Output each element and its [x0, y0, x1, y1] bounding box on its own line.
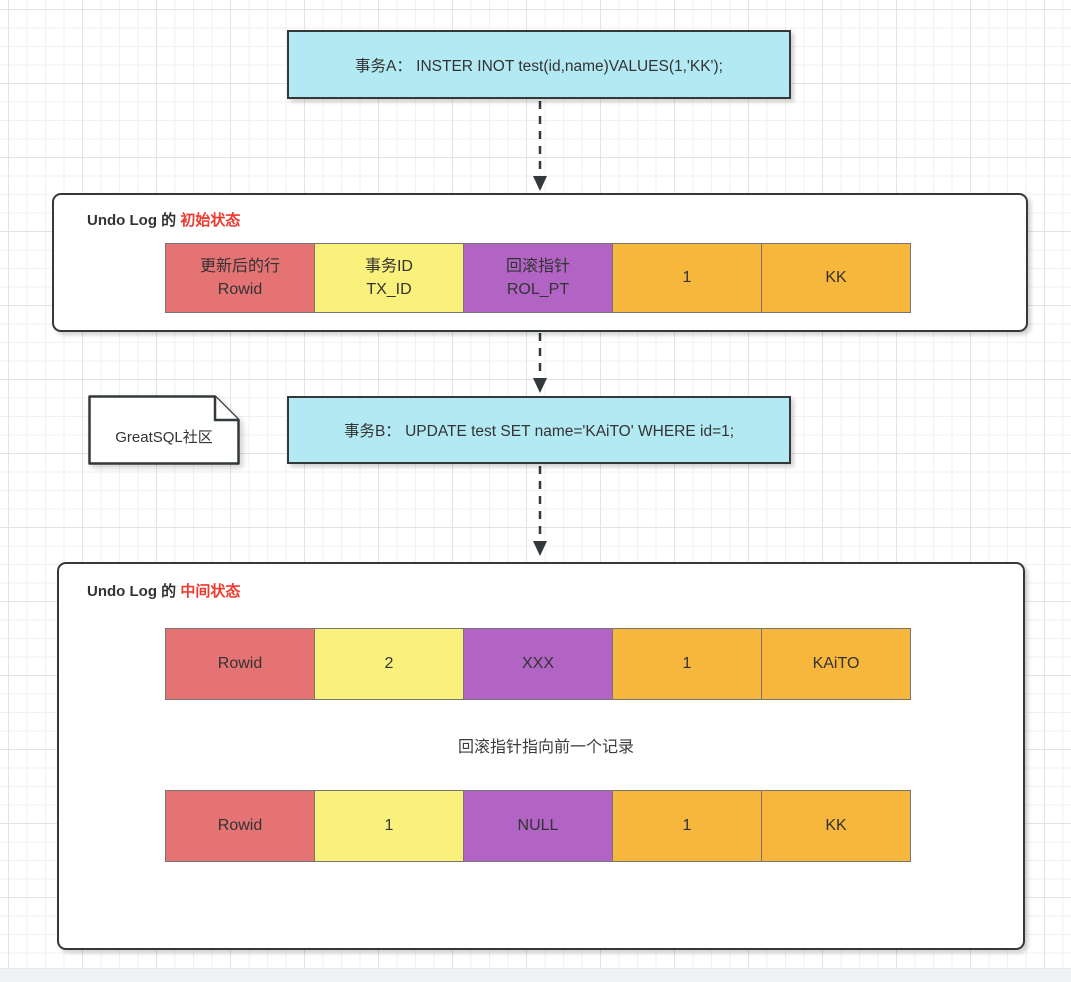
transaction-a-box: 事务A： INSTER INOT test(id,name)VALUES(1,'…: [287, 30, 791, 99]
cell-line: 更新后的行: [199, 257, 280, 275]
arrowhead-b-to-middle: [533, 541, 547, 556]
undo-cell-txid: 事务ID TX_ID: [314, 243, 464, 313]
transaction-a-label: 事务A： INSTER INOT test(id,name)VALUES(1,'…: [355, 57, 723, 75]
cell-line: 事务ID: [364, 257, 413, 275]
cell-line: Rowid: [217, 817, 263, 835]
cell-line: KK: [825, 269, 847, 287]
undo-cell-id-value: 1: [612, 790, 762, 862]
undo-log-initial-title: Undo Log 的 初始状态: [87, 209, 240, 230]
cell-line: 1: [682, 817, 692, 835]
cell-line: XXX: [521, 655, 554, 673]
title-prefix: Undo Log 的: [87, 212, 181, 229]
cell-line: Rowid: [217, 655, 263, 673]
undo-cell-id-value: 1: [612, 628, 762, 700]
title-prefix: Undo Log 的: [87, 583, 181, 600]
undo-cell-rolpt: XXX: [463, 628, 613, 700]
transaction-b-label: 事务B： UPDATE test SET name='KAiTO' WHERE …: [343, 423, 735, 440]
undo-cell-name-value: KAiTO: [761, 628, 911, 700]
transaction-b-box: 事务B： UPDATE test SET name='KAiTO' WHERE …: [287, 396, 791, 464]
cell-line: 1: [682, 269, 692, 287]
arrowhead-a-to-initial: [533, 176, 547, 191]
undo-cell-rolpt: NULL: [463, 790, 613, 862]
greatsql-note: GreatSQL社区: [88, 395, 240, 465]
title-highlight: 初始状态: [180, 212, 241, 229]
cell-line: 1: [384, 817, 394, 835]
note-outline: [88, 395, 240, 465]
cell-line: NULL: [517, 817, 559, 835]
title-highlight: 中间状态: [180, 583, 241, 600]
greatsql-note-label: GreatSQL社区: [115, 428, 213, 446]
cell-line: 1: [682, 655, 692, 673]
undo-cell-rowid: Rowid: [165, 628, 315, 700]
folded-corner: [213, 396, 239, 422]
canvas-bottom-edge: [0, 968, 1071, 982]
undo-row-old-record: Rowid 1 NULL 1 KK: [165, 790, 911, 862]
undo-cell-id-value: 1: [612, 243, 762, 313]
cell-line: Rowid: [217, 281, 263, 298]
rollback-pointer-label: 回滚指针指向前一个记录: [454, 733, 638, 757]
cell-line: KK: [825, 817, 847, 835]
cell-line: ROL_PT: [506, 281, 570, 298]
undo-cell-rowid: 更新后的行 Rowid: [165, 243, 315, 313]
undo-cell-name-value: KK: [761, 790, 911, 862]
cell-line: 回滚指针: [505, 257, 570, 275]
undo-cell-rolpt: 回滚指针 ROL_PT: [463, 243, 613, 313]
undo-log-middle-title: Undo Log 的 中间状态: [87, 580, 240, 601]
arrowhead-initial-to-b: [533, 378, 547, 393]
undo-cell-name-value: KK: [761, 243, 911, 313]
undo-cell-txid: 1: [314, 790, 464, 862]
undo-row-new-record: Rowid 2 XXX 1 KAiTO: [165, 628, 911, 700]
cell-line: TX_ID: [366, 281, 412, 298]
undo-cell-txid: 2: [314, 628, 464, 700]
undo-log-initial-section: Undo Log 的 初始状态 更新后的行 Rowid 事务ID TX_ID 回…: [52, 193, 1028, 332]
undo-cell-rowid: Rowid: [165, 790, 315, 862]
cell-line: 2: [384, 655, 394, 673]
undo-row-initial: 更新后的行 Rowid 事务ID TX_ID 回滚指针 ROL_PT 1 KK: [165, 243, 911, 313]
cell-line: KAiTO: [812, 655, 860, 673]
